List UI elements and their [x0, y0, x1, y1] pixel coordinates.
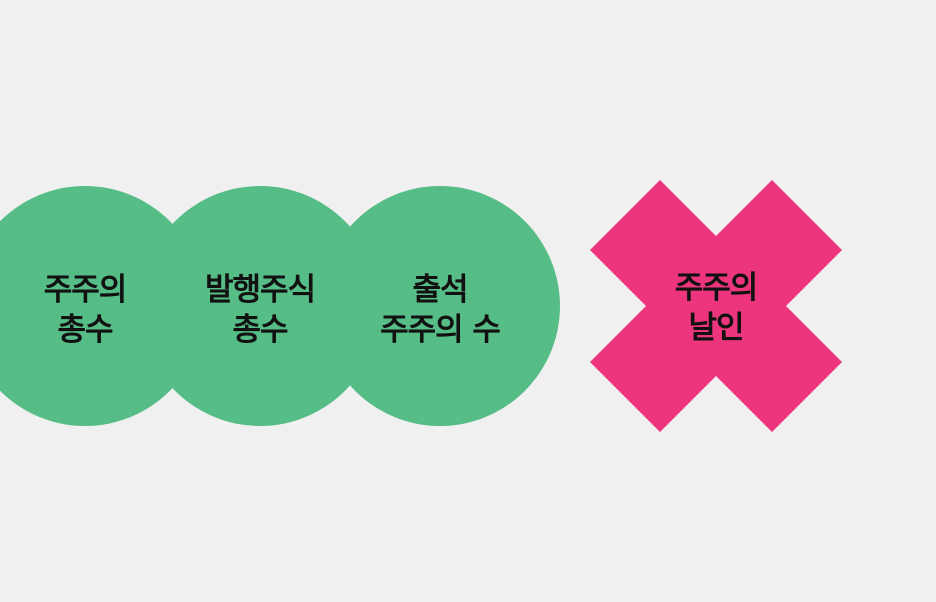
circle-label-attending-shareholders: 출석 주주의 수: [360, 270, 520, 350]
cross-label-line2: 날인: [688, 310, 744, 346]
circle-label-issued-shares-total: 발행주식 총수: [190, 270, 330, 350]
cross-label-shareholder-seal: 주주의 날인: [651, 268, 781, 348]
circle-attending-shareholders: [320, 186, 560, 426]
circle-label-shareholder-total: 주주의 총수: [20, 270, 150, 350]
x-mark-icon: [590, 180, 842, 432]
circle-label-line1: 주주의: [43, 272, 128, 308]
circle-label-line1: 출석: [412, 272, 468, 308]
circle-label-line2: 주주의 수: [380, 312, 501, 348]
cross-shape: [590, 180, 842, 432]
circle-label-line1: 발행주식: [204, 272, 316, 308]
circle-label-line2: 총수: [232, 312, 288, 348]
circle-label-line2: 총수: [57, 312, 113, 348]
cross-label-line1: 주주의: [674, 270, 759, 306]
